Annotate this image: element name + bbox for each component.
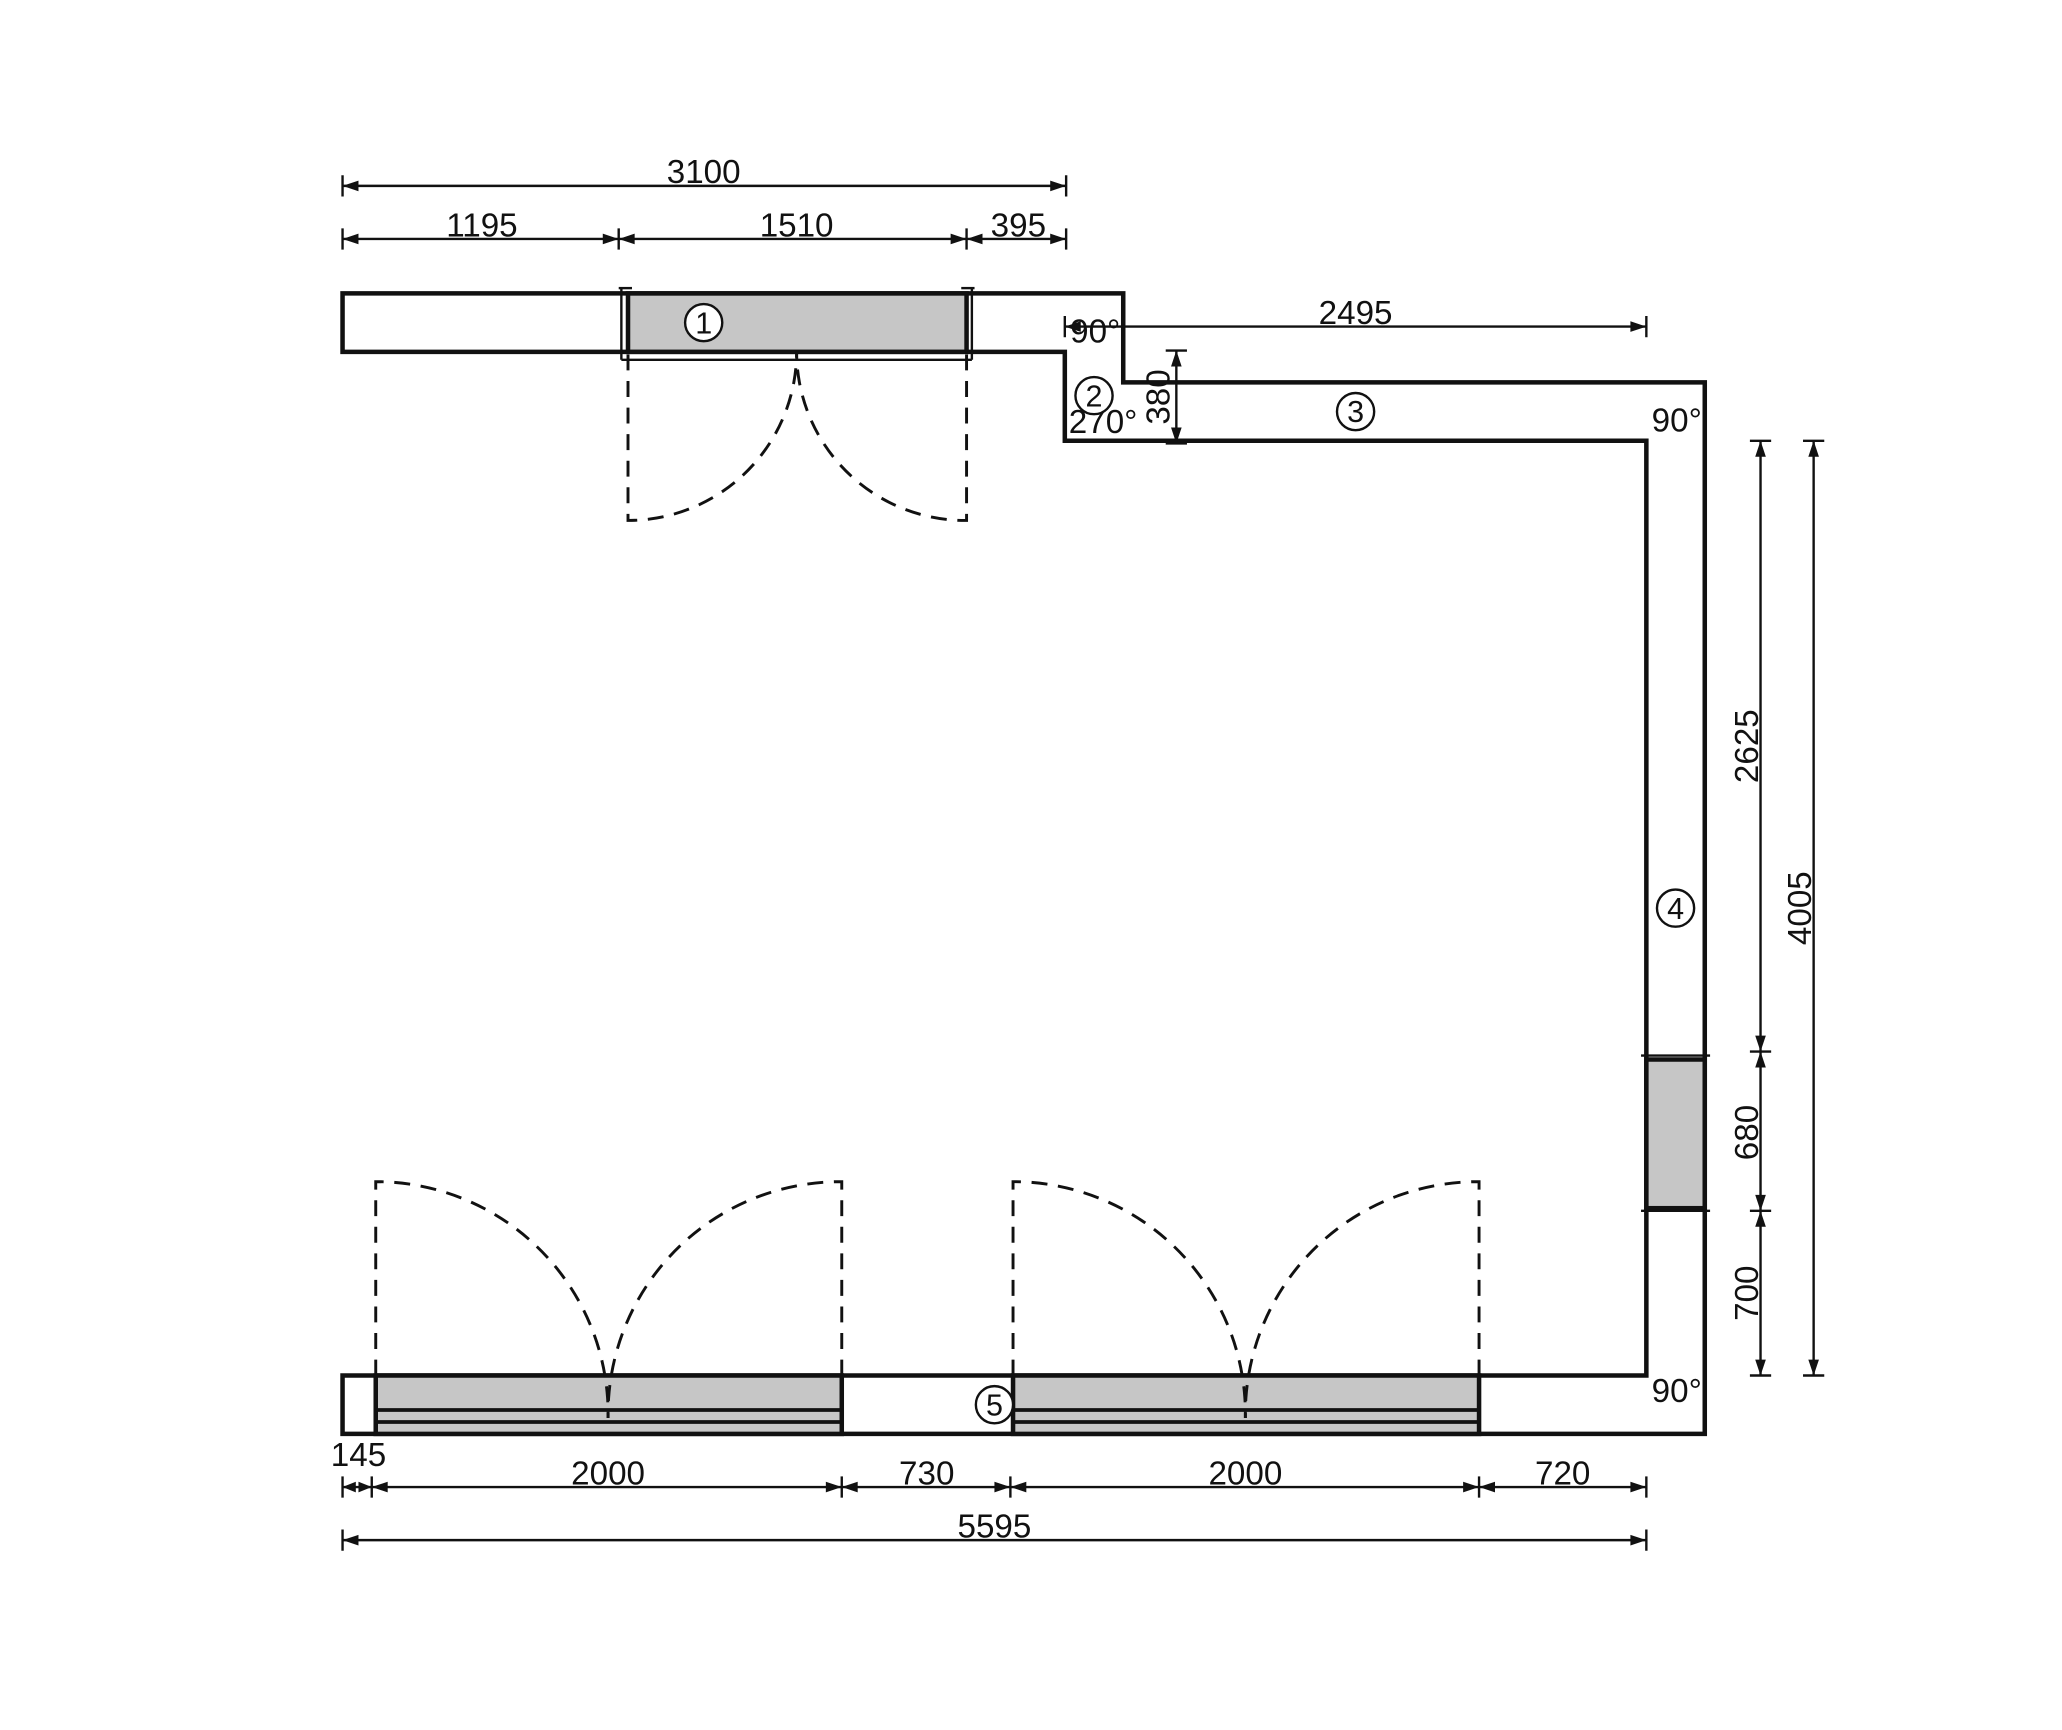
top-door-swing-right: [795, 351, 969, 522]
segment-marker-5: 5: [974, 1384, 1015, 1425]
wall-outline: [340, 291, 1708, 1437]
dim-bottom-left-gap-label: 145: [331, 1437, 386, 1474]
bottom-door-1-swing-left: [374, 1180, 610, 1419]
dim-top-right-label: 395: [991, 207, 1046, 244]
top-door-frame: [625, 291, 969, 355]
dim-right-overall-label: 4005: [1782, 871, 1819, 945]
dim-bottom-overall-label: 5595: [958, 1508, 1032, 1545]
dim-bottom-mid-label: 730: [899, 1455, 954, 1492]
dim-bottom-chain: 145 2000 730 2000 720: [331, 1437, 1648, 1498]
bottom-door-1: [373, 1373, 845, 1437]
right-window: [1644, 1057, 1708, 1211]
dim-top-left-label: 1195: [446, 207, 517, 244]
dim-right-lower-label: 700: [1729, 1265, 1766, 1320]
dim-top-door-label: 1510: [760, 207, 834, 244]
bottom-door-2-swing-left: [1011, 1180, 1247, 1419]
dim-top-overall: 3100: [341, 154, 1068, 197]
segment-marker-2: 2: [1074, 375, 1114, 416]
svg-text:5: 5: [986, 1388, 1003, 1422]
angle-label-3: 90°: [1652, 403, 1702, 440]
dim-right-window-label: 680: [1729, 1105, 1766, 1160]
svg-text:2: 2: [1086, 379, 1103, 413]
dim-top-overall-label: 3100: [667, 154, 741, 191]
dim-bottom-door-1-label: 2000: [571, 1455, 645, 1492]
dim-bottom-overall: 5595: [341, 1508, 1648, 1551]
segment-marker-1: 1: [683, 302, 724, 343]
dim-right-overall: 4005: [1782, 439, 1825, 1377]
angle-label-1: 90°: [1070, 314, 1120, 351]
dim-right-upper-label: 2625: [1729, 709, 1766, 783]
segment-marker-4: 4: [1655, 888, 1696, 928]
dim-step-offset-label: 380: [1141, 369, 1178, 424]
dim-step-run: 2495: [1063, 295, 1648, 338]
svg-text:3: 3: [1347, 395, 1364, 429]
dim-step-run-label: 2495: [1319, 295, 1393, 332]
dim-bottom-right-label: 720: [1535, 1455, 1590, 1492]
dim-step-offset: 380: [1141, 349, 1187, 445]
dim-right-chain: 2625 680 700: [1729, 439, 1772, 1377]
dim-top-chain: 1195 1510 395: [341, 207, 1068, 250]
bottom-door-2: [1010, 1373, 1482, 1437]
dim-bottom-door-2-label: 2000: [1208, 1455, 1282, 1492]
segment-marker-3: 3: [1335, 391, 1376, 432]
angle-label-4: 90°: [1652, 1373, 1702, 1410]
top-door-swing-left: [626, 351, 799, 522]
bottom-door-2-swing-right: [1243, 1180, 1481, 1419]
svg-text:1: 1: [695, 306, 712, 340]
bottom-door-1-swing-right: [606, 1180, 844, 1419]
svg-text:4: 4: [1667, 892, 1684, 926]
